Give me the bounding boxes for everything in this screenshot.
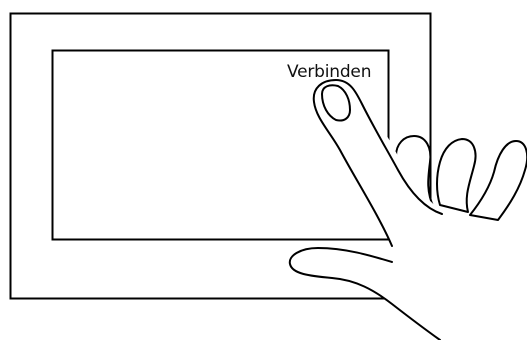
ring-finger [437, 139, 476, 212]
pinky-finger [470, 141, 527, 220]
connect-button-label[interactable]: Verbinden [287, 62, 371, 82]
